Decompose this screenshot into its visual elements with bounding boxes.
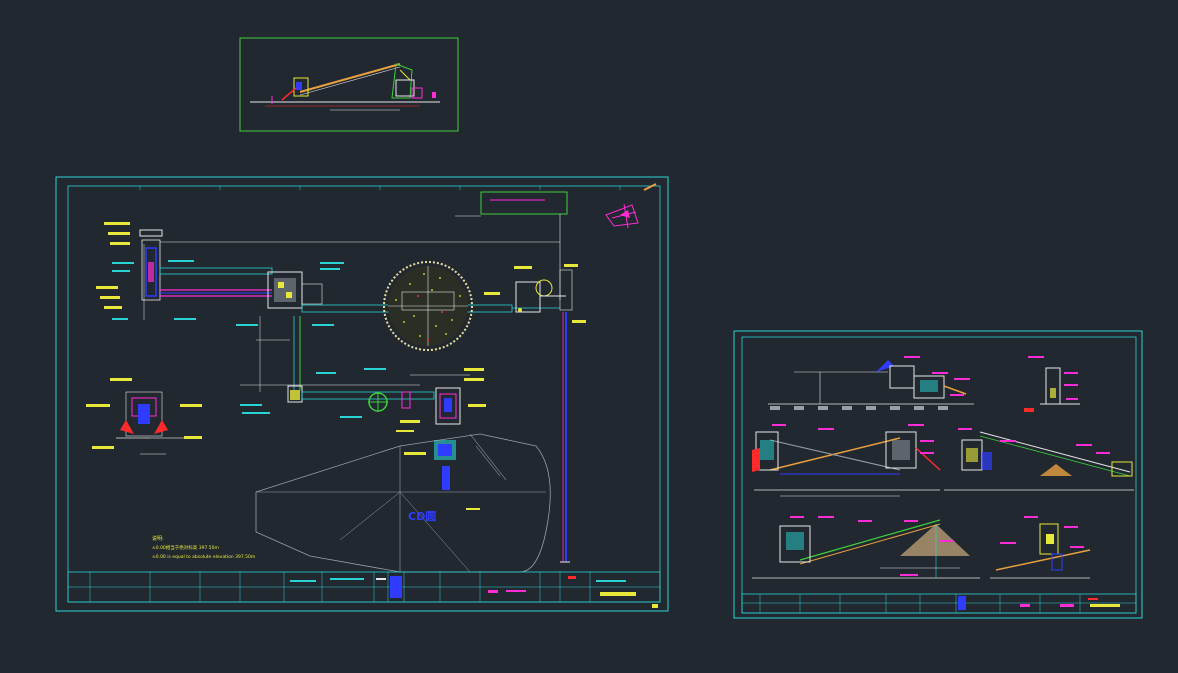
detail-left-elevation[interactable] (86, 378, 202, 455)
section-5[interactable] (752, 516, 980, 579)
notes-title: 说明: (152, 535, 164, 542)
notes-line-en: ±0.00 is equal to absolute elevation 397… (152, 554, 255, 560)
thumbnail-sheet[interactable] (239, 37, 459, 132)
section-6[interactable] (990, 516, 1091, 579)
section-3[interactable] (752, 424, 941, 497)
side-sheet[interactable] (733, 330, 1143, 619)
side-title-block[interactable] (741, 593, 1137, 614)
main-title-block[interactable] (67, 571, 661, 608)
main-sheet[interactable]: CD圆 说明: ±0.00相当于绝对标高 397.50m ±0.00 is eq… (55, 176, 669, 612)
section-1[interactable] (768, 356, 974, 410)
basin-label: CD圆 (408, 510, 436, 523)
north-arrow-icon (605, 203, 639, 229)
section-2[interactable] (1024, 356, 1080, 412)
notes-line-cn: ±0.00相当于绝对标高 397.50m (152, 544, 219, 551)
section-4[interactable] (944, 428, 1134, 491)
settling-basin[interactable]: CD圆 (255, 433, 551, 573)
thickener-tank[interactable] (383, 261, 473, 351)
sheet-notes: 说明: ±0.00相当于绝对标高 397.50m ±0.00 is equal … (152, 535, 255, 560)
